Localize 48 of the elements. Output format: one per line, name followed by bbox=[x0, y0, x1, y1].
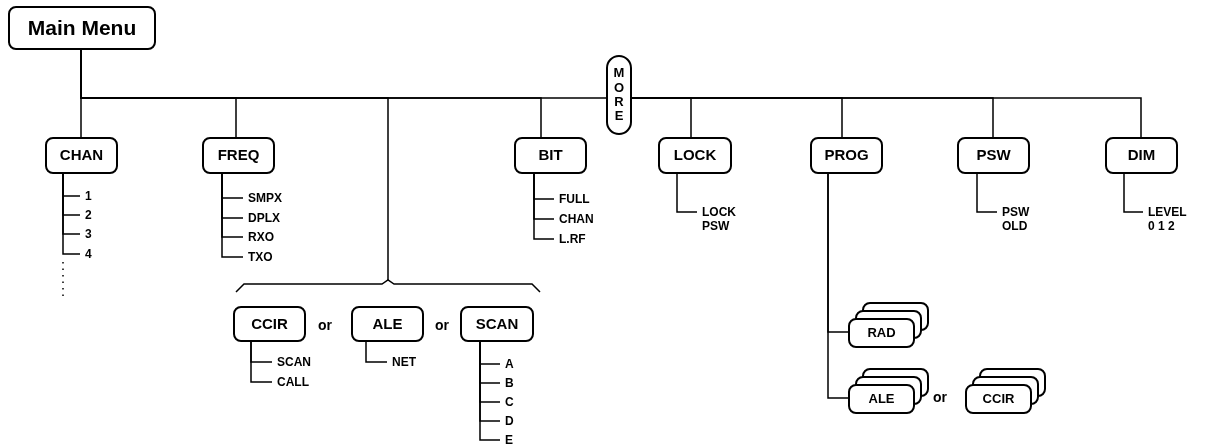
menu-item: A bbox=[500, 357, 521, 371]
connector-line bbox=[827, 173, 849, 399]
menu-item: LEVEL 0 1 2 bbox=[1143, 205, 1194, 235]
connector-line bbox=[533, 173, 555, 240]
menu-box: PROG bbox=[810, 137, 883, 174]
menu-box: CHAN bbox=[45, 137, 118, 174]
or-label: or bbox=[318, 316, 332, 334]
connector-line bbox=[250, 341, 273, 383]
connector-line bbox=[221, 173, 244, 258]
connector-line bbox=[365, 341, 388, 363]
menu-item: 3 bbox=[80, 227, 105, 241]
menu-item: D bbox=[500, 414, 521, 428]
menu-box: CCIR bbox=[233, 306, 306, 342]
menu-item: C bbox=[500, 395, 521, 409]
menu-box: DIM bbox=[1105, 137, 1178, 174]
menu-item: CALL bbox=[272, 375, 323, 389]
connector-line bbox=[976, 173, 998, 213]
menu-box: Main Menu bbox=[8, 6, 156, 50]
or-label: or bbox=[933, 388, 947, 406]
menu-item: NET bbox=[387, 355, 438, 369]
menu-item: CHAN bbox=[554, 212, 605, 226]
menu-box: SCAN bbox=[460, 306, 534, 342]
menu-item: E bbox=[500, 433, 521, 447]
connector-line bbox=[676, 173, 698, 213]
connector-line bbox=[1123, 173, 1144, 213]
curly-brace bbox=[236, 280, 540, 292]
menu-box: FREQ bbox=[202, 137, 275, 174]
menu-item: SMPX bbox=[243, 191, 294, 205]
menu-item: 4 bbox=[80, 247, 105, 261]
menu-item: 1 bbox=[80, 189, 105, 203]
connector-line bbox=[62, 173, 81, 255]
menu-item: FULL bbox=[554, 192, 605, 206]
menu-item: L.RF bbox=[554, 232, 605, 246]
menu-box: BIT bbox=[514, 137, 587, 174]
menu-box: PSW bbox=[957, 137, 1030, 174]
menu-box: LOCK bbox=[658, 137, 732, 174]
menu-box: ALE bbox=[351, 306, 424, 342]
menu-item: DPLX bbox=[243, 211, 294, 225]
connector-line bbox=[479, 341, 501, 441]
menu-item: SCAN bbox=[272, 355, 323, 369]
menu-item: TXO bbox=[243, 250, 294, 264]
menu-pill: MORE bbox=[606, 55, 632, 135]
or-label: or bbox=[435, 316, 449, 334]
menu-item: 2 bbox=[80, 208, 105, 222]
menu-item: LOCK PSW bbox=[697, 205, 742, 235]
menu-item: B bbox=[500, 376, 521, 390]
menu-item: PSW OLD bbox=[997, 205, 1038, 235]
menu-item: RXO bbox=[243, 230, 294, 244]
